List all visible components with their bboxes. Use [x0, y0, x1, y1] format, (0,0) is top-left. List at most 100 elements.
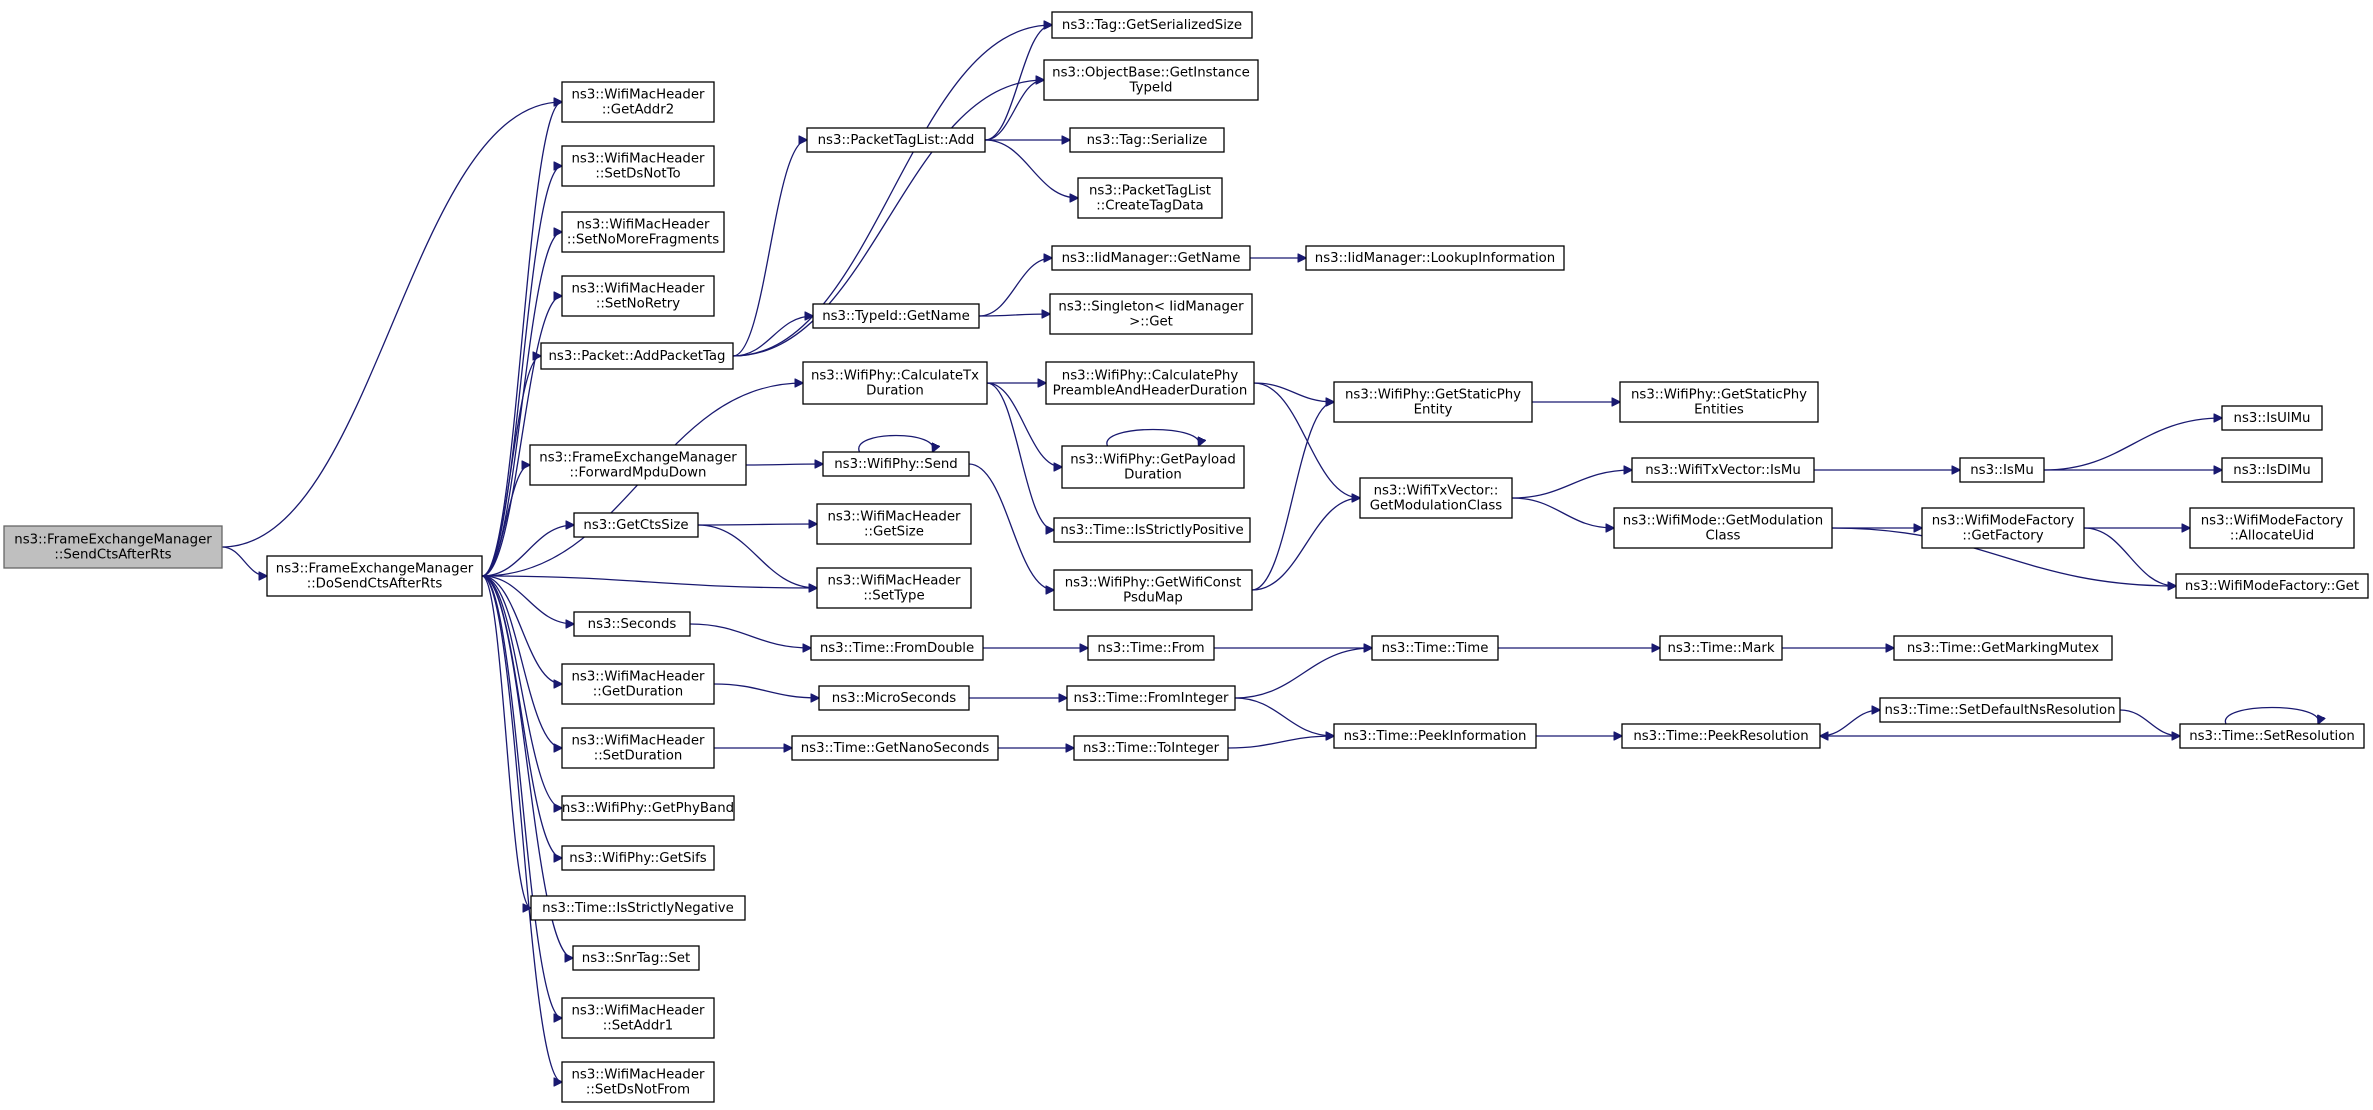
node-tag-get-serialized-size[interactable]: ns3::Tag::GetSerializedSize [1051, 11, 1253, 39]
node-seconds[interactable]: ns3::Seconds [573, 611, 691, 637]
node-label: PreambleAndHeaderDuration [1053, 384, 1248, 399]
node-time-to-integer[interactable]: ns3::Time::ToInteger [1073, 735, 1229, 761]
node-packet-tag-list-add[interactable]: ns3::PacketTagList::Add [806, 127, 986, 153]
node-allocate-uid[interactable]: ns3::WifiModeFactory::AllocateUid [2189, 507, 2355, 549]
node-set-no-retry[interactable]: ns3::WifiMacHeader::SetNoRetry [561, 275, 715, 317]
node-set-no-more-fragments[interactable]: ns3::WifiMacHeader::SetNoMoreFragments [561, 211, 725, 253]
node-wifi-mode-get-modulation-class[interactable]: ns3::WifiMode::GetModulationClass [1613, 507, 1833, 549]
node-label: ::DoSendCtsAfterRts [307, 577, 443, 592]
node-get-modulation-class[interactable]: ns3::WifiTxVector::GetModulationClass [1359, 477, 1513, 519]
edge-doSend-to-addPacketTag [481, 356, 541, 577]
node-label: ns3::Singleton< IidManager [1058, 300, 1244, 315]
node-label: ns3::WifiMacHeader [571, 88, 705, 103]
node-label: GetModulationClass [1370, 499, 1503, 514]
node-is-ul-mu[interactable]: ns3::IsUlMu [2221, 405, 2323, 431]
node-time-from-double[interactable]: ns3::Time::FromDouble [810, 635, 984, 661]
node-label: Entity [1414, 403, 1453, 418]
node-tag-serialize[interactable]: ns3::Tag::Serialize [1069, 127, 1225, 153]
node-get-nano-seconds[interactable]: ns3::Time::GetNanoSeconds [791, 735, 999, 761]
node-forward-mpdu-down[interactable]: ns3::FrameExchangeManager::ForwardMpduDo… [529, 444, 747, 486]
node-box [3, 525, 223, 569]
node-label: ns3::WifiTxVector:: [1374, 484, 1499, 499]
node-get-duration[interactable]: ns3::WifiMacHeader::GetDuration [561, 663, 715, 705]
node-label: ns3::WifiPhy::GetPayload [1070, 453, 1236, 468]
node-peek-information[interactable]: ns3::Time::PeekInformation [1333, 723, 1537, 749]
edge-doSend-to-isStrictlyNegative [481, 575, 531, 908]
node-label: ::SetType [863, 589, 924, 604]
node-label: Class [1706, 529, 1741, 544]
node-time-mark[interactable]: ns3::Time::Mark [1659, 635, 1783, 661]
node-is-strictly-negative[interactable]: ns3::Time::IsStrictlyNegative [530, 895, 746, 921]
node-label: ns3::Time::PeekInformation [1344, 729, 1527, 744]
node-label: ns3::Seconds [588, 617, 677, 632]
node-iid-lookup[interactable]: ns3::IidManager::LookupInformation [1305, 245, 1565, 271]
node-is-dl-mu[interactable]: ns3::IsDlMu [2221, 457, 2323, 483]
node-do-send[interactable]: ns3::FrameExchangeManager::DoSendCtsAfte… [266, 555, 483, 597]
node-set-resolution[interactable]: ns3::Time::SetResolution [2179, 723, 2365, 749]
node-box [2175, 573, 2369, 599]
node-label: ::SetDsNotTo [595, 167, 680, 182]
node-type-id-get-name[interactable]: ns3::TypeId::GetName [812, 303, 980, 329]
node-snr-tag-set[interactable]: ns3::SnrTag::Set [572, 945, 700, 971]
node-label: ::SetDuration [594, 749, 683, 764]
node-box [1879, 697, 2121, 723]
node-set-default-ns-resolution[interactable]: ns3::Time::SetDefaultNsResolution [1879, 697, 2121, 723]
node-label: ns3::WifiMacHeader [571, 152, 705, 167]
edge-doSend-to-getCtsSize [481, 525, 574, 577]
node-add-packet-tag[interactable]: ns3::Packet::AddPacketTag [540, 342, 734, 370]
node-label: ns3::Time::Mark [1667, 641, 1774, 656]
node-mode-factory-get-factory[interactable]: ns3::WifiModeFactory::GetFactory [1921, 507, 2085, 549]
node-set-ds-not-from[interactable]: ns3::WifiMacHeader::SetDsNotFrom [561, 1061, 715, 1103]
node-iid-get-name[interactable]: ns3::IidManager::GetName [1051, 245, 1251, 271]
node-box [1045, 361, 1255, 405]
node-box [812, 303, 980, 329]
node-time-from-integer[interactable]: ns3::Time::FromInteger [1066, 685, 1236, 711]
node-mac-header-set-type[interactable]: ns3::WifiMacHeader::SetType [816, 567, 972, 609]
node-is-mu[interactable]: ns3::IsMu [1959, 457, 2045, 483]
node-get-addr2[interactable]: ns3::WifiMacHeader::GetAddr2 [561, 81, 715, 123]
node-box [1613, 507, 1833, 549]
node-get-marking-mutex[interactable]: ns3::Time::GetMarkingMutex [1893, 635, 2113, 661]
node-wifi-phy-send[interactable]: ns3::WifiPhy::Send [822, 451, 970, 477]
node-set-ds-not-to[interactable]: ns3::WifiMacHeader::SetDsNotTo [561, 145, 715, 187]
edge-getCtsSize-to-macHeaderGetSize [697, 524, 817, 525]
node-set-duration[interactable]: ns3::WifiMacHeader::SetDuration [561, 727, 715, 769]
node-label: ns3::WifiPhy::GetWifiConst [1065, 576, 1242, 591]
node-label: ns3::IsMu [1970, 463, 2034, 478]
node-get-phy-band[interactable]: ns3::WifiPhy::GetPhyBand [561, 795, 735, 821]
node-micro-seconds[interactable]: ns3::MicroSeconds [818, 685, 970, 711]
node-set-addr1[interactable]: ns3::WifiMacHeader::SetAddr1 [561, 997, 715, 1039]
node-label: ns3::WifiTxVector::IsMu [1645, 463, 1801, 478]
node-time-time[interactable]: ns3::Time::Time [1371, 635, 1499, 661]
edge-calcPreamble-to-getStaticPhyEntity [1253, 382, 1334, 402]
node-time-from[interactable]: ns3::Time::From [1087, 635, 1215, 661]
node-calc-preamble[interactable]: ns3::WifiPhy::CalculatePhyPreambleAndHea… [1045, 361, 1255, 405]
node-box [1893, 635, 2113, 661]
node-peek-resolution[interactable]: ns3::Time::PeekResolution [1621, 723, 1821, 749]
edge-typeIdGetName-to-singletonGet [978, 314, 1050, 316]
node-box [810, 635, 984, 661]
node-create-tag-data[interactable]: ns3::PacketTagList::CreateTagData [1077, 177, 1223, 219]
node-label: ns3::WifiPhy::Send [834, 457, 958, 472]
node-get-sifs[interactable]: ns3::WifiPhy::GetSifs [561, 845, 715, 871]
node-box [529, 444, 747, 486]
node-tx-vector-is-mu[interactable]: ns3::WifiTxVector::IsMu [1631, 457, 1815, 483]
node-singleton-get[interactable]: ns3::Singleton< IidManager >::Get [1049, 293, 1253, 335]
node-mac-header-get-size[interactable]: ns3::WifiMacHeader::GetSize [816, 503, 972, 545]
node-box [266, 555, 483, 597]
node-label: Duration [866, 384, 924, 399]
node-label: ns3::WifiPhy::CalculateTx [811, 369, 979, 384]
node-is-strictly-positive[interactable]: ns3::Time::IsStrictlyPositive [1053, 517, 1251, 543]
node-box [1051, 245, 1251, 271]
node-get-cts-size[interactable]: ns3::GetCtsSize [573, 512, 699, 538]
node-label: PsduMap [1123, 591, 1183, 606]
node-label: ns3::Time::ToInteger [1083, 741, 1220, 756]
node-root[interactable]: ns3::FrameExchangeManager::SendCtsAfterR… [3, 525, 223, 569]
node-mode-factory-get[interactable]: ns3::WifiModeFactory::Get [2175, 573, 2369, 599]
